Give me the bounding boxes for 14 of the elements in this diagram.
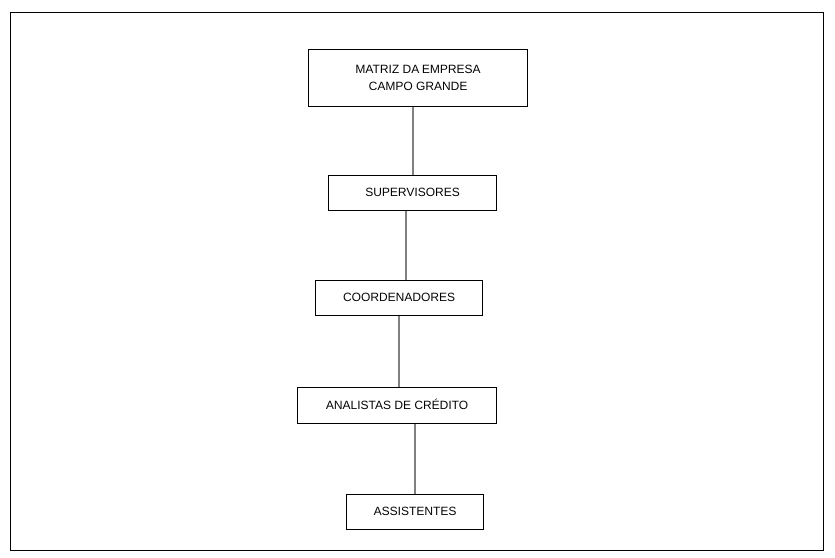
connector-line bbox=[398, 316, 400, 387]
connector-line bbox=[412, 107, 414, 175]
box-label: SUPERVISORES bbox=[364, 184, 461, 202]
org-box bbox=[308, 49, 528, 107]
connector-line bbox=[405, 211, 407, 280]
org-box bbox=[328, 175, 497, 211]
org-box bbox=[315, 280, 483, 316]
org-box bbox=[346, 494, 484, 530]
box-label: COORDENADORES bbox=[342, 289, 456, 306]
org-box bbox=[297, 387, 497, 424]
connector-line bbox=[414, 424, 416, 494]
box-label: MATRIZ DA EMPRESA CAMPO GRANDE bbox=[354, 60, 482, 95]
box-label: ANALISTAS DE CRÉDITO bbox=[324, 396, 470, 414]
box-label: ASSISTENTES bbox=[372, 503, 458, 520]
